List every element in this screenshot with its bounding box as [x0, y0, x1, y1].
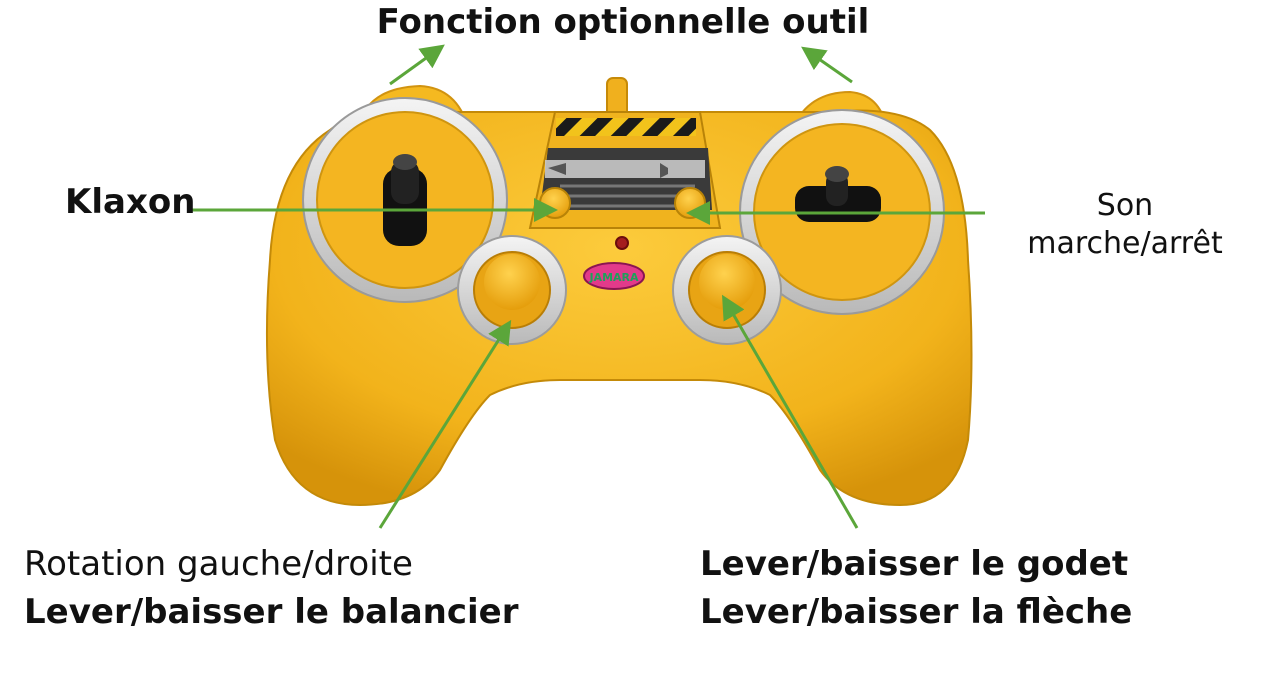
- power-led: [615, 236, 629, 250]
- label-left-knob: Rotation gauche/droite Lever/baisser le …: [24, 540, 518, 636]
- svg-text:JAMARA: JAMARA: [588, 271, 639, 284]
- speaker-icon: [660, 163, 668, 178]
- horn-icon: [548, 163, 566, 175]
- label-sound-toggle: Son marche/arrêt: [1010, 187, 1240, 263]
- arrow-top-right: [801, 46, 853, 84]
- annotation-arrows: [190, 44, 985, 529]
- left-joystick[interactable]: [302, 97, 508, 303]
- arrow-top-left: [389, 44, 445, 86]
- arrow-left-knob: [378, 319, 512, 529]
- label-sound-line1: Son: [1096, 188, 1154, 223]
- label-right-line2: Lever/baisser la flèche: [700, 592, 1133, 632]
- arrow-right-knob: [721, 294, 859, 529]
- horn-button[interactable]: [539, 187, 571, 219]
- jamara-logo: JAMARA: [583, 262, 645, 290]
- label-left-line1: Rotation gauche/droite: [24, 544, 413, 584]
- label-horn: Klaxon: [65, 182, 196, 222]
- center-panel: [528, 111, 722, 229]
- label-right-knob: Lever/baisser le godet Lever/baisser la …: [700, 540, 1133, 636]
- label-right-line1: Lever/baisser le godet: [700, 544, 1129, 584]
- right-control-knob[interactable]: [672, 235, 782, 345]
- label-left-line2: Lever/baisser le balancier: [24, 592, 519, 632]
- left-control-knob[interactable]: [457, 235, 567, 345]
- label-optional-tool: Fonction optionnelle outil: [376, 2, 870, 42]
- label-sound-line2: marche/arrêt: [1027, 226, 1223, 261]
